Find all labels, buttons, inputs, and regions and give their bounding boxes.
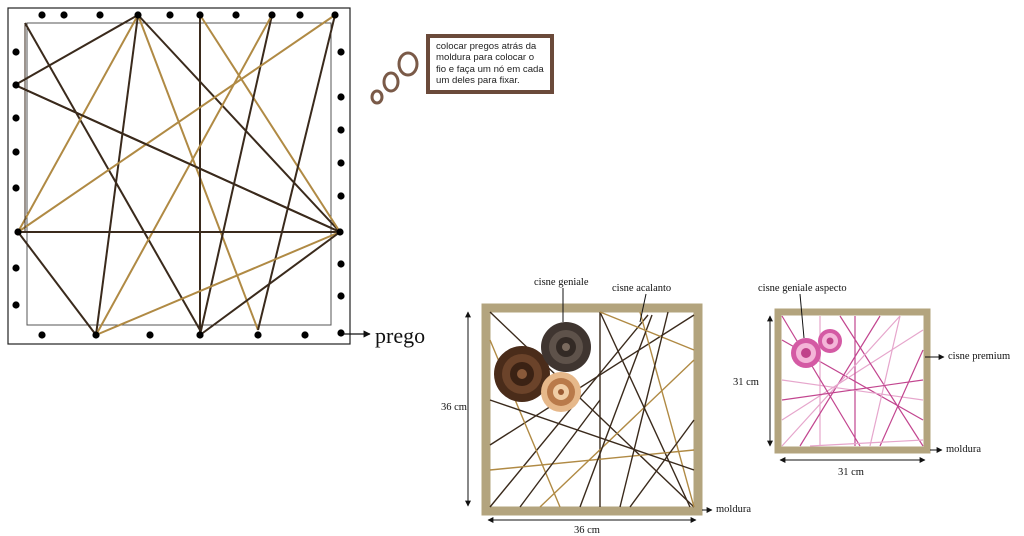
cisne-geniale-aspecto-pointer [799,293,805,339]
flower-peach-icon [541,372,581,412]
instruction-note-text: colocar pregos atrás da moldura para col… [436,41,544,87]
moldura-label-large: moldura [716,504,751,515]
inner-frame [26,22,332,326]
large-frame-threads [489,311,695,508]
nails [12,11,345,339]
width-label-large: 36 cm [574,525,600,536]
cisne-premium-label: cisne premium [948,351,1011,362]
width-label-small: 31 cm [838,467,864,478]
flower-grey-brown-icon [541,322,591,372]
string-lines [14,14,341,336]
nail-board-diagram [7,7,371,345]
cisne-acalanto-pointer [639,293,647,323]
moldura-label-small: moldura [946,444,981,455]
thought-bubbles [370,51,419,105]
height-label-large: 36 cm [441,402,467,413]
instruction-note: colocar pregos atrás da moldura para col… [426,34,554,94]
flower-pink-small-icon [818,329,842,353]
cisne-geniale-aspecto-label: cisne geniale aspecto [758,283,847,294]
small-frame-threads [781,315,924,447]
small-frame [774,308,931,454]
large-frame-diagram [465,288,713,523]
flower-dark-brown-icon [494,346,550,402]
prego-label: prego [375,323,426,348]
flower-pink-large-icon [791,338,821,368]
cisne-acalanto-label: cisne acalanto [612,283,672,294]
height-label-small: 31 cm [733,377,759,388]
small-frame-diagram [767,293,945,463]
outer-board [7,7,351,345]
cisne-geniale-label: cisne geniale [534,277,589,288]
